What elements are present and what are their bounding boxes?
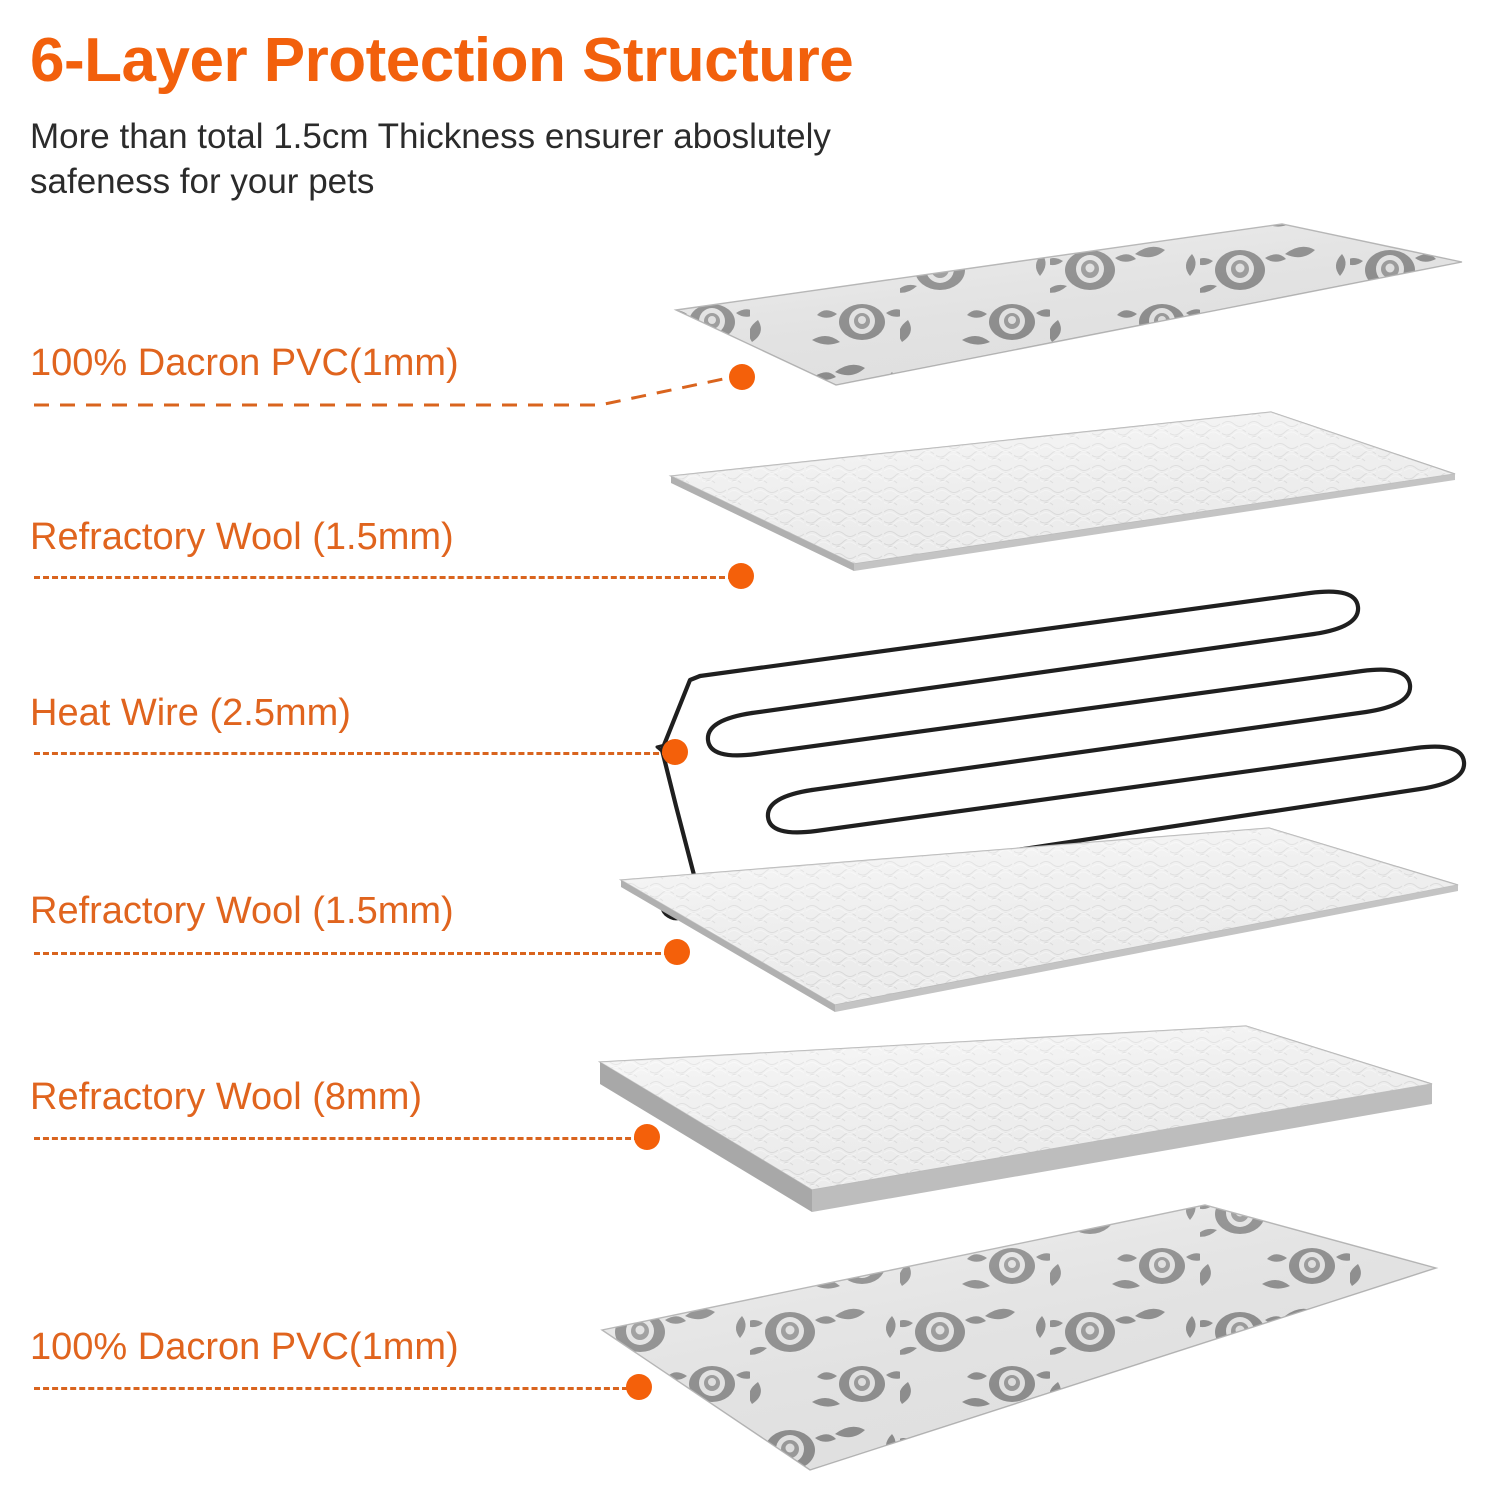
callout-label-wool-mid: Refractory Wool (1.5mm) [30,890,454,932]
page-title: 6-Layer Protection Structure [30,26,854,95]
callout-leader-wool-mid [34,952,670,955]
callout-leader-pvc-top [34,376,729,407]
callout-label-wool-upper: Refractory Wool (1.5mm) [30,516,454,558]
callout-label-pvc-bottom: 100% Dacron PVC(1mm) [30,1326,459,1368]
page-subtitle: More than total 1.5cm Thickness ensurer … [30,117,831,201]
callout-dot-wool-mid[interactable] [664,939,690,965]
callout-dot-wool-thick[interactable] [634,1124,660,1150]
callout-leader-pvc-bottom [34,1387,628,1390]
callout-dot-wool-upper[interactable] [728,563,754,589]
callout-dot-heat-wire[interactable] [662,739,688,765]
callout-heat-wire[interactable]: Heat Wire (2.5mm) [30,694,351,732]
callout-label-wool-thick: Refractory Wool (8mm) [30,1076,423,1118]
callout-wool-thick[interactable]: Refractory Wool (8mm) [30,1078,422,1116]
callout-dot-pvc-top[interactable] [729,364,755,390]
header: 6-Layer Protection Structure More than t… [30,28,990,205]
callout-leader-wool-upper [34,576,734,579]
callout-pvc-top[interactable]: 100% Dacron PVC(1mm) [30,344,459,382]
callout-wool-mid[interactable]: Refractory Wool (1.5mm) [30,892,454,930]
callout-label-pvc-top: 100% Dacron PVC(1mm) [30,342,459,384]
callout-leader-heat-wire [34,752,668,755]
callout-leader-wool-thick [34,1137,640,1140]
callout-wool-upper[interactable]: Refractory Wool (1.5mm) [30,518,454,556]
callout-dot-pvc-bottom[interactable] [626,1374,652,1400]
callout-pvc-bottom[interactable]: 100% Dacron PVC(1mm) [30,1328,459,1366]
callout-label-heat-wire: Heat Wire (2.5mm) [30,692,351,734]
